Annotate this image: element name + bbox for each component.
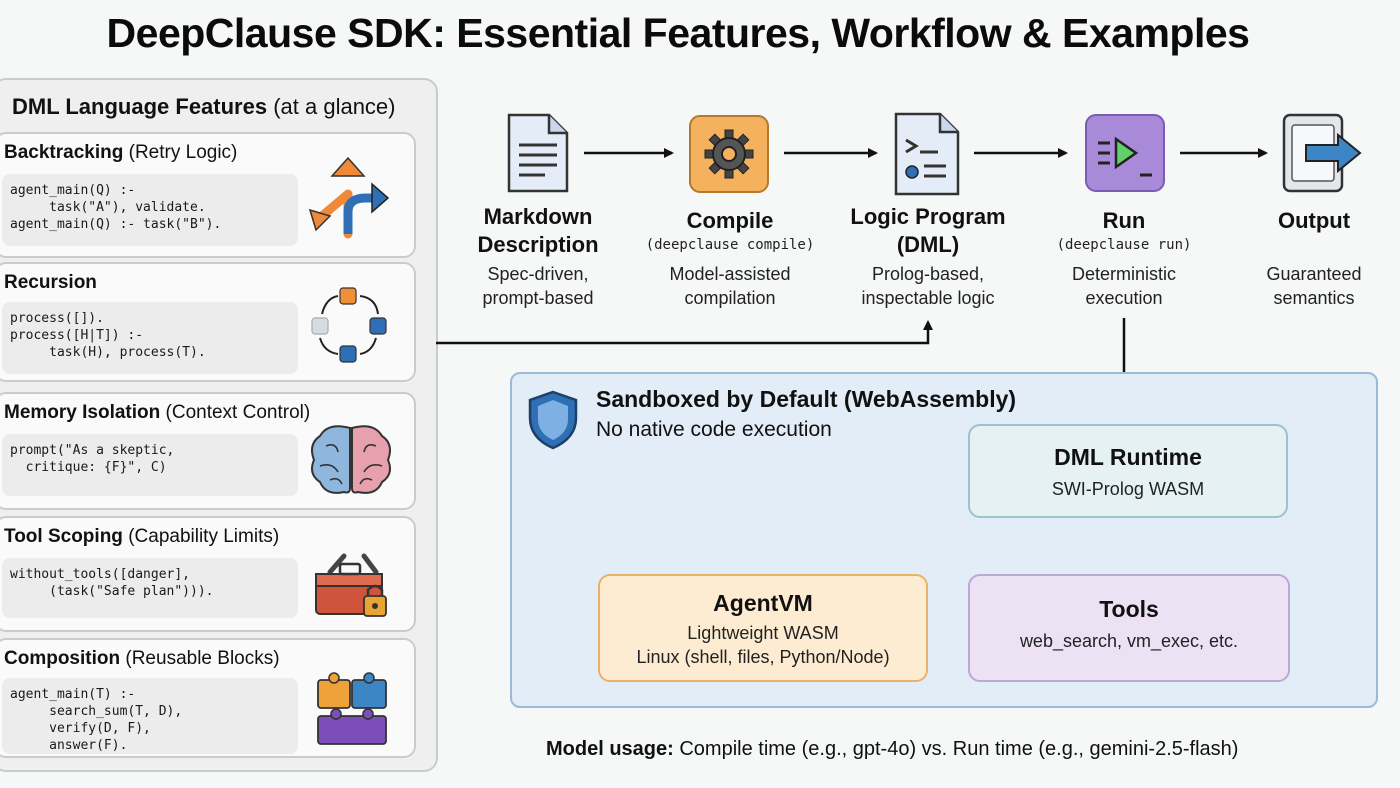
- dml-runtime-box: DML Runtime SWI-Prolog WASM: [968, 424, 1288, 518]
- feature-card-backtracking: Backtracking (Retry Logic) agent_main(Q)…: [0, 132, 416, 258]
- tools-subtitle: web_search, vm_exec, etc.: [1019, 631, 1239, 651]
- code-snippet: agent_main(T) :- search_sum(T, D), verif…: [2, 678, 298, 754]
- feature-card-recursion: Recursion process([]). process([H|T]) :-…: [0, 262, 416, 382]
- feature-name: Memory Isolation: [4, 402, 161, 423]
- puzzle-blocks-icon: [317, 672, 387, 745]
- step-command: (deepclause compile): [645, 237, 815, 253]
- step-command: (deepclause run): [1056, 237, 1192, 253]
- agentvm-line: Linux (shell, files, Python/Node): [636, 647, 890, 667]
- step-title: Run: [1102, 208, 1146, 233]
- runtime-subtitle: SWI-Prolog WASM: [1051, 479, 1205, 499]
- footer-label: Model usage:: [546, 738, 674, 760]
- code-snippet: agent_main(Q) :- task("A"), validate. ag…: [2, 174, 298, 246]
- sandbox-subtitle: No native code execution: [596, 418, 832, 441]
- shield-icon: [528, 390, 578, 450]
- locked-toolbox-icon: [315, 553, 387, 617]
- tools-box: Tools web_search, vm_exec, etc.: [968, 574, 1290, 682]
- feature-card-composition: Composition (Reusable Blocks) agent_main…: [0, 638, 416, 758]
- feature-detail: (Context Control): [160, 402, 311, 423]
- document-icon: [507, 113, 569, 193]
- feature-detail: (Capability Limits): [122, 526, 280, 547]
- step-title: Markdown Description: [477, 204, 599, 257]
- sandbox-title: Sandboxed by Default (WebAssembly): [596, 386, 1017, 412]
- footer-text: Compile time (e.g., gpt-4o) vs. Run time…: [673, 738, 1239, 760]
- feature-title: Memory Isolation (Context Control): [4, 402, 310, 424]
- feature-title: Composition (Reusable Blocks): [4, 648, 280, 670]
- feature-name: Recursion: [4, 272, 97, 293]
- play-terminal-icon: [1085, 114, 1165, 192]
- feature-title: Tool Scoping (Capability Limits): [4, 526, 279, 548]
- feature-title: Backtracking (Retry Logic): [4, 142, 237, 164]
- brain-icon: [311, 425, 391, 494]
- step-title: Logic Program (DML): [850, 204, 1006, 257]
- gear-icon: [689, 115, 769, 193]
- agentvm-title: AgentVM: [713, 590, 813, 616]
- feature-name: Composition: [4, 648, 121, 669]
- step-description: Model-assisted compilation: [669, 264, 791, 308]
- step-title: Compile: [686, 208, 774, 233]
- step-description: Guaranteed semantics: [1266, 264, 1362, 308]
- agentvm-line: Lightweight WASM: [687, 623, 839, 643]
- code-snippet: prompt("As a skeptic, critique: {F}", C): [2, 434, 298, 496]
- panel-title-rest: (at a glance): [267, 94, 396, 119]
- code-file-icon: [894, 112, 960, 196]
- step-title: Output: [1277, 208, 1351, 233]
- step-description: Prolog-based, inspectable logic: [861, 264, 995, 308]
- page-title: DeepClause SDK: Essential Features, Work…: [106, 10, 1250, 56]
- feature-card-memory-isolation: Memory Isolation (Context Control) promp…: [0, 392, 416, 510]
- agentvm-box: AgentVM Lightweight WASM Linux (shell, f…: [598, 574, 928, 682]
- arrow-features-to-dml: [436, 320, 933, 345]
- feature-name: Backtracking: [4, 142, 124, 163]
- branch-arrows-icon: [308, 156, 390, 239]
- feature-card-tool-scoping: Tool Scoping (Capability Limits) without…: [0, 516, 416, 632]
- code-snippet: process([]). process([H|T]) :- task(H), …: [2, 302, 298, 374]
- feature-detail: (Reusable Blocks): [120, 648, 280, 669]
- feature-title: Recursion: [4, 272, 97, 294]
- output-arrow-icon: [1282, 113, 1362, 193]
- runtime-title: DML Runtime: [1054, 444, 1202, 470]
- model-usage-note: Model usage: Compile time (e.g., gpt-4o)…: [546, 738, 1238, 761]
- step-description: Deterministic execution: [1071, 264, 1177, 308]
- sandbox-container: Sandboxed by Default (WebAssembly) No na…: [510, 372, 1378, 708]
- features-panel: DML Language Features (at a glance) Back…: [0, 78, 438, 772]
- feature-detail: (Retry Logic): [123, 142, 238, 163]
- tools-title: Tools: [1099, 596, 1159, 622]
- step-description: Spec-driven, prompt-based: [482, 264, 594, 308]
- panel-title-bold: DML Language Features: [12, 94, 268, 119]
- code-snippet: without_tools([danger], (task("Safe plan…: [2, 558, 298, 618]
- feature-name: Tool Scoping: [4, 526, 123, 547]
- panel-title: DML Language Features (at a glance): [12, 94, 396, 120]
- cycle-nodes-icon: [311, 287, 387, 363]
